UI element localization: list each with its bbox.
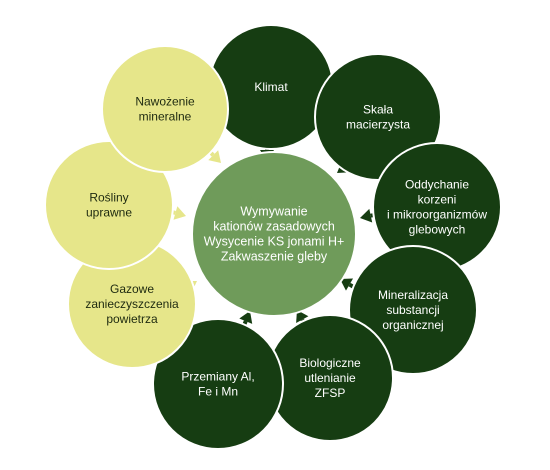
factor-gazowe-line-3: powietrza [106, 312, 158, 326]
factor-oddychanie-line-1: Oddychanie [405, 178, 469, 192]
factor-skala-line-2: macierzysta [346, 118, 410, 132]
factor-przemiany-line-1: Przemiany Al, [181, 370, 254, 384]
factor-klimat: Klimat [208, 24, 334, 150]
center-line-3: Wysycenie KS jonami H+ [204, 235, 345, 249]
center-line-1: Wymywanie [240, 205, 307, 219]
factor-mineralizacja-line-2: substancji [386, 303, 439, 317]
center-line-2: kationów zasadowych [213, 220, 335, 234]
factor-skala-line-1: Skała [363, 103, 393, 117]
factor-biologiczne-line-1: Biologiczne [299, 356, 361, 370]
factor-oddychanie-line-4: glebowych [409, 223, 466, 237]
factor-przemiany-circle [152, 318, 284, 450]
factor-biologiczne-line-3: ZFSP [315, 386, 346, 400]
factor-rosliny-line-2: uprawne [86, 206, 132, 220]
factor-nawozenie-circle [101, 45, 229, 173]
factor-przemiany-line-2: Fe i Mn [198, 385, 238, 399]
factor-przemiany: Przemiany Al,Fe i Mn [152, 318, 284, 450]
factor-biologiczne-line-2: utlenianie [304, 371, 356, 385]
center-circle [191, 151, 357, 317]
factor-rosliny-line-1: Rośliny [89, 191, 128, 205]
factor-nawozenie-line-2: mineralne [139, 110, 192, 124]
factor-oddychanie-line-2: korzeni [418, 193, 457, 207]
factor-oddychanie-line-3: i mikroorganizmów [387, 208, 487, 222]
factor-nawozenie-line-1: Nawożenie [135, 95, 195, 109]
factor-klimat-line-1: Klimat [254, 80, 288, 94]
factor-mineralizacja-line-3: organicznej [382, 318, 443, 332]
center-line-4: Zakwaszenie gleby [221, 250, 328, 264]
factor-rosliny-circle [44, 140, 174, 270]
factor-gazowe-line-2: zanieczyszczenia [85, 297, 179, 311]
factor-gazowe-line-1: Gazowe [110, 282, 154, 296]
factor-mineralizacja-line-1: Mineralizacja [378, 288, 448, 302]
factor-circles-layer: KlimatSkałamacierzystaOddychaniekorzenii… [44, 24, 502, 450]
